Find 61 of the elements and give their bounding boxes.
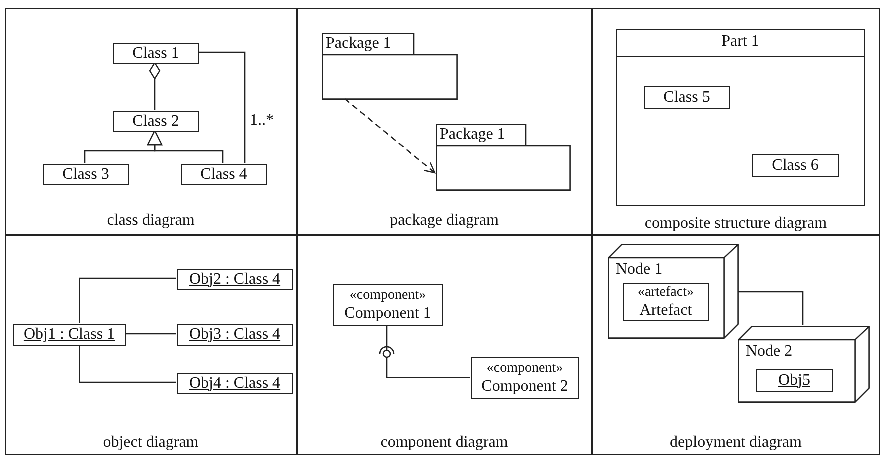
panel-caption: package diagram	[390, 212, 499, 230]
stereotype-label: «component»	[350, 287, 426, 305]
node-name: Node 2	[746, 343, 793, 361]
object-box	[756, 369, 833, 392]
class-box	[752, 154, 839, 177]
element-name: Class 3	[62, 166, 110, 184]
package-shape	[436, 124, 571, 191]
element-name: Class 6	[772, 156, 819, 174]
panel-caption: deployment diagram	[670, 434, 802, 452]
object-name: Obj2 : Class 4	[189, 270, 281, 288]
package-name: Package 1	[326, 35, 392, 53]
connector-line	[125, 333, 176, 335]
panel-caption: composite structure diagram	[644, 215, 828, 233]
panel-caption: class diagram	[107, 212, 195, 230]
diagram-panel	[297, 8, 592, 235]
object-name: Obj1 : Class 1	[24, 326, 116, 344]
class-box	[113, 43, 199, 64]
diagram-panel	[297, 235, 592, 455]
diagram-panel	[592, 8, 880, 235]
artefact-box	[623, 283, 709, 321]
object-name: Obj5	[778, 372, 810, 390]
component-box	[333, 284, 443, 326]
element-name: Artefact	[640, 302, 692, 320]
stereotype-label: «artefact»	[638, 284, 694, 302]
element-name: Class 5	[664, 88, 710, 106]
element-name: Component 2	[482, 378, 568, 396]
deployment-node	[738, 326, 870, 403]
object-box	[177, 373, 293, 394]
class-box	[644, 86, 730, 109]
element-name: Class 4	[200, 166, 248, 184]
object-name: Obj4 : Class 4	[189, 374, 281, 392]
connector-line	[198, 52, 246, 163]
part-frame	[616, 29, 865, 206]
diagram-panel	[5, 235, 297, 455]
stereotype-label: «component»	[486, 360, 564, 378]
class-box	[113, 111, 199, 132]
arrow	[147, 130, 224, 163]
deployment-node	[608, 244, 739, 339]
panel-caption: object diagram	[103, 434, 199, 452]
part-name: Part 1	[722, 33, 760, 51]
panel-caption: component diagram	[380, 434, 508, 452]
connector-line	[738, 291, 804, 325]
node-name: Node 1	[616, 261, 663, 279]
element-name: Component 1	[344, 305, 432, 323]
package-name: Package 1	[440, 126, 506, 144]
class-box	[181, 164, 267, 185]
diagram-panel	[5, 8, 297, 235]
package-shape	[322, 33, 458, 100]
diagram-panel	[592, 235, 880, 455]
object-box	[13, 324, 126, 346]
object-name: Obj3 : Class 4	[189, 326, 281, 344]
dependency-arrow	[344, 98, 436, 174]
connector-line	[79, 278, 176, 323]
element-name: Class 2	[132, 112, 180, 130]
component-box	[471, 357, 579, 399]
object-box	[177, 324, 293, 346]
class-box	[43, 164, 129, 185]
assembly-connector	[379, 325, 470, 378]
element-name: Class 1	[132, 44, 180, 62]
object-box	[177, 269, 293, 290]
connector-line	[79, 345, 176, 384]
